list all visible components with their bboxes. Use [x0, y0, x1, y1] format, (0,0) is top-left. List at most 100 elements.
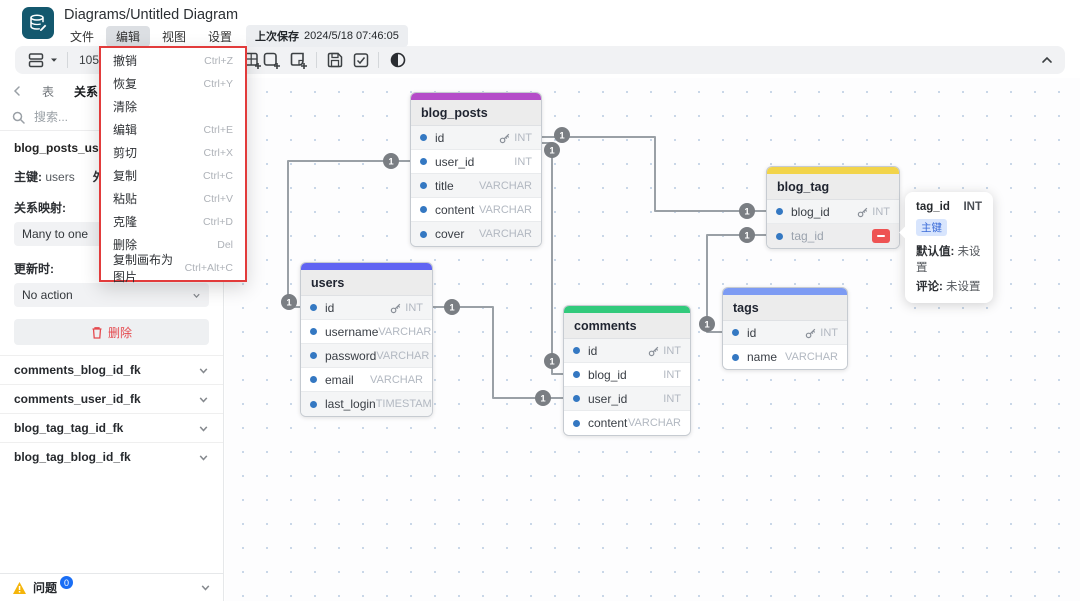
primary-key-icon — [391, 303, 401, 313]
primary-key-value: users — [45, 170, 75, 184]
field-dot — [420, 230, 427, 238]
field-dot — [310, 328, 317, 335]
edit-menu-item-label: 粘贴 — [113, 192, 138, 206]
tab-relationships[interactable]: 关系 — [74, 84, 99, 99]
app-logo[interactable] — [22, 7, 54, 39]
table-color-strip — [564, 306, 690, 313]
todo-button[interactable] — [352, 46, 370, 74]
field-dot — [420, 206, 427, 213]
edit-menu-item-shortcut: Ctrl+X — [203, 146, 233, 159]
chevron-down-icon[interactable] — [200, 582, 211, 593]
relationship-wire[interactable] — [542, 136, 766, 212]
table-color-strip — [723, 288, 847, 295]
field-type-wrap: INT — [663, 393, 681, 405]
field-dot — [573, 347, 580, 354]
remove-field-button[interactable] — [872, 229, 890, 243]
delete-relationship-label: 删除 — [107, 325, 132, 340]
field-name: id — [588, 343, 598, 358]
edit-menu-item-label: 克隆 — [113, 215, 138, 229]
primary-key-info: 主键: users — [14, 168, 75, 185]
relationship-list-item[interactable]: blog_tag_blog_id_fk — [0, 442, 223, 471]
display-mode-button[interactable] — [27, 46, 59, 74]
save-button[interactable] — [326, 46, 344, 74]
relationship-wire[interactable] — [433, 306, 563, 399]
page-title: Diagrams/Untitled Diagram — [64, 7, 239, 23]
field-row-blog_id[interactable]: blog_id INT — [564, 363, 690, 387]
collapse-toolbar-button[interactable] — [1041, 46, 1053, 74]
display-mode-icon — [28, 53, 44, 68]
field-type-wrap: VARCHAR — [479, 180, 532, 192]
on-update-select[interactable]: No action — [14, 283, 209, 307]
relationship-list-item[interactable]: comments_blog_id_fk — [0, 355, 223, 384]
relationship-wire[interactable] — [542, 142, 563, 375]
tooltip-field-name: tag_id — [916, 201, 950, 213]
relationship-list-item[interactable]: blog_tag_tag_id_fk — [0, 413, 223, 442]
svg-text:1: 1 — [704, 320, 710, 331]
toolbar-divider — [67, 52, 68, 68]
field-name: blog_id — [588, 367, 627, 382]
database-pencil-icon — [30, 14, 47, 31]
menubar-item-编辑[interactable]: 编辑 — [106, 26, 151, 47]
edit-menu-item-label: 复制画布为图片 — [113, 252, 174, 284]
tooltip-field-type: INT — [963, 201, 982, 213]
table-color-strip — [767, 167, 899, 174]
field-row-tag_id[interactable]: tag_id — [767, 224, 899, 248]
edit-menu-item-shortcut: Ctrl+Y — [203, 77, 233, 90]
cardinality-badge: 1 — [699, 316, 715, 332]
field-name: blog_id — [791, 204, 830, 219]
menubar-item-视图[interactable]: 视图 — [162, 30, 187, 44]
collapse-sidebar-icon[interactable] — [12, 85, 22, 97]
field-name: content — [588, 416, 628, 430]
edit-menu-item[interactable]: 清除 — [101, 95, 245, 118]
table-color-strip — [411, 93, 541, 100]
delete-relationship-button[interactable]: 删除 — [14, 319, 209, 345]
edit-menu-item-shortcut: Del — [217, 238, 233, 251]
edit-menu-item-label: 复制 — [113, 169, 138, 183]
add-area-button[interactable] — [262, 46, 281, 74]
relationship-wire[interactable] — [706, 234, 766, 333]
issues-bar[interactable]: 问题 0 — [0, 573, 223, 601]
cardinality-badge: 1 — [554, 127, 570, 143]
field-type: INT — [663, 368, 681, 381]
menubar-item-文件[interactable]: 文件 — [70, 30, 95, 44]
theme-toggle-button[interactable] — [389, 46, 407, 74]
add-note-button[interactable] — [289, 46, 308, 74]
relationship-list-item[interactable]: comments_user_id_fk — [0, 384, 223, 413]
menubar-item-设置[interactable]: 设置 — [208, 30, 233, 44]
field-type: INT — [405, 301, 423, 314]
cardinality-badge: 1 — [544, 353, 560, 369]
tab-tables[interactable]: 表 — [42, 84, 55, 99]
